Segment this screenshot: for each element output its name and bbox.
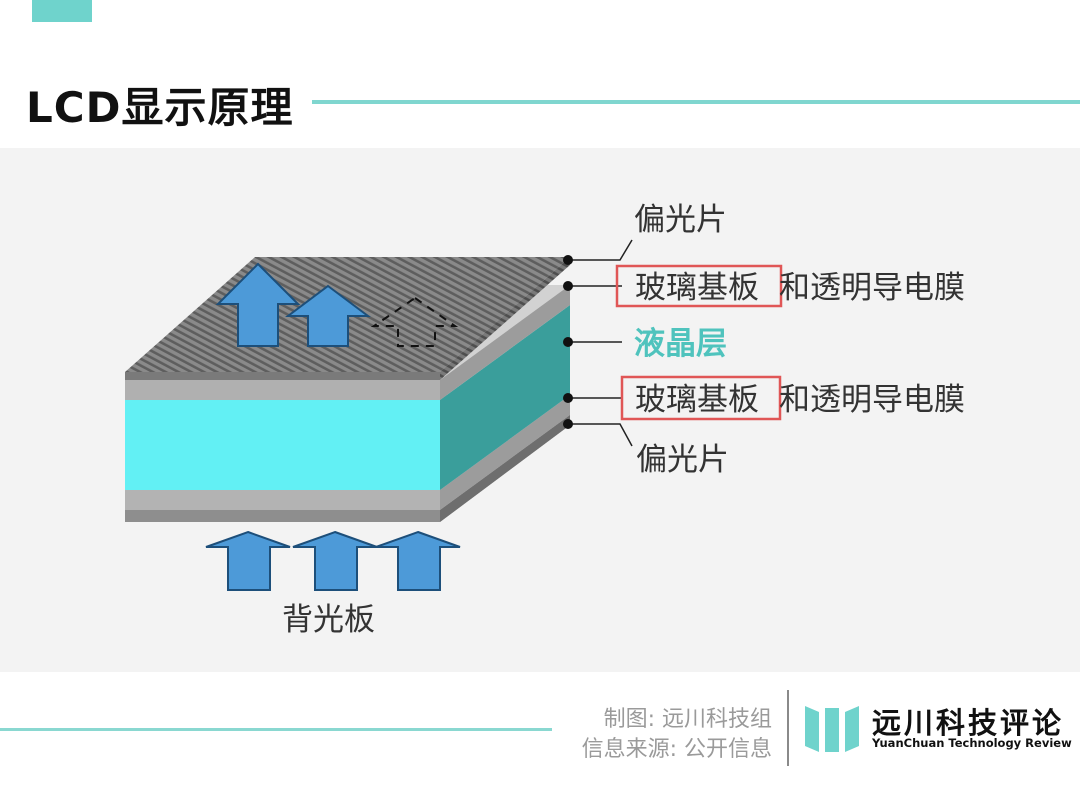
light-up-arrow-icon <box>215 262 301 347</box>
credit-drawing: 制图: 远川科技组 <box>603 707 772 732</box>
top-accent-bar <box>32 0 92 22</box>
blocked-light-arrow-icon <box>370 296 459 347</box>
brand-name-en: YuanChuan Technology Review <box>872 736 1072 750</box>
highlight-box-top <box>615 264 783 308</box>
backlight-arrow-icon <box>292 530 378 591</box>
label-glass-top-suffix: 和透明导电膜 <box>779 270 965 306</box>
brand-name-cn: 远川科技评论 <box>872 706 1065 740</box>
polarizer-bottom-layer <box>125 415 570 522</box>
light-up-arrow-icon <box>285 284 371 347</box>
leader-lines <box>568 239 633 447</box>
label-glass-bottom-suffix: 和透明导电膜 <box>779 382 965 418</box>
diagram-panel: 偏光片 玻璃基板 和透明导电膜 液晶层 玻璃基板 和透明导电膜 偏光片 背光板 <box>0 148 1080 672</box>
backlight-arrow-icon <box>375 530 461 591</box>
label-glass-top-boxed: 玻璃基板 <box>635 270 759 306</box>
backlight-arrow-icon <box>205 530 291 591</box>
page-title: LCD显示原理 <box>26 83 294 132</box>
label-liquid-crystal: 液晶层 <box>634 326 727 362</box>
title-rule <box>312 100 1080 104</box>
credit-source: 信息来源: 公开信息 <box>581 737 772 762</box>
label-backlight: 背光板 <box>282 602 375 638</box>
brand-logo-icon <box>805 706 859 752</box>
footer-rule <box>0 728 552 731</box>
label-polarizer-top: 偏光片 <box>634 202 727 238</box>
liquid-crystal-layer <box>125 305 570 490</box>
label-polarizer-bottom: 偏光片 <box>636 442 729 478</box>
leader-dots <box>563 255 573 429</box>
footer-divider <box>787 690 789 766</box>
lcd-layer-diagram: 偏光片 玻璃基板 和透明导电膜 液晶层 玻璃基板 和透明导电膜 偏光片 背光板 <box>125 202 965 638</box>
label-glass-bottom-boxed: 玻璃基板 <box>635 382 759 418</box>
highlight-box-bottom <box>620 375 782 421</box>
